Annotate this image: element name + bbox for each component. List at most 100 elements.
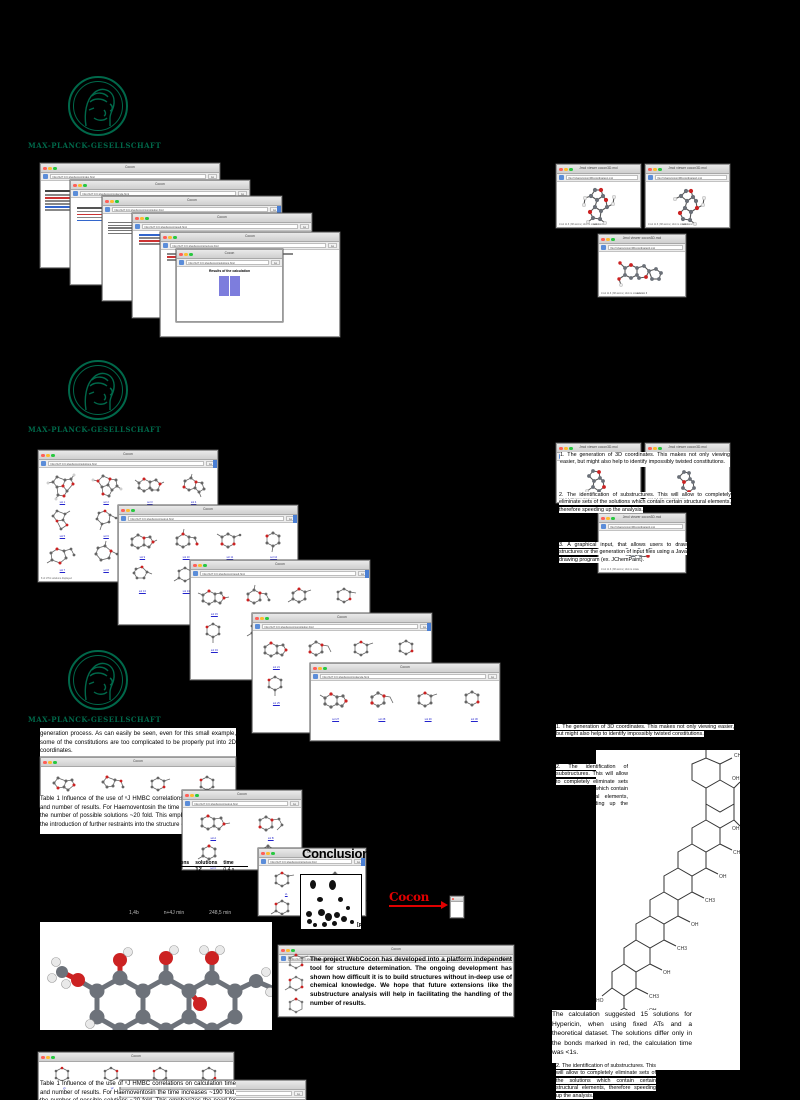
molecule-item[interactable]: sol 25 [255,670,298,705]
molecule-label[interactable]: sol 1 [59,501,66,504]
address-bar[interactable]: file:///Users/cocon/3Dcoordinates3.mol [599,523,685,531]
molecule-label[interactable]: sol 2 [103,501,109,504]
window-controls[interactable] [185,793,199,797]
molecule-grid-window-5[interactable]: Cocon http://127.0.0.1/webcocon/molecule… [310,663,500,741]
molecule-label[interactable]: sol B [267,837,274,840]
window-controls[interactable] [41,1055,55,1059]
molecule-item[interactable]: a [43,770,90,799]
jmol-viewer-window-1[interactable]: Jmol viewer cocon3D.mol file:///Users/co… [556,164,641,228]
molecule-canvas[interactable]: solution 3 Jmol 11.6 | 88 atoms | click … [599,252,685,296]
molecule-label[interactable]: sol 10 [182,556,190,559]
url-text[interactable]: file:///Users/cocon/3Dcoordinates3.mol [608,523,683,530]
molecule-item[interactable]: sol 7 [41,539,84,572]
address-bar[interactable]: file:///Users/cocon/3Dcoordinates3.mol [599,244,685,252]
molecule-item[interactable]: sol 28 [359,684,404,721]
molecule-label[interactable]: sol 21 [272,666,280,669]
url-text[interactable]: file:///Users/cocon/3Dcoordinates2.mol [655,174,727,181]
url-text[interactable]: http://127.0.0.1/webcocon/structure.html [268,858,352,865]
molecule-item[interactable]: sol 30 [452,684,497,721]
address-bar[interactable]: http://127.0.0.1/webcocon/output.html Go [183,800,301,808]
molecule-canvas[interactable]: solution 2 Jmol 11.6 | 88 atoms | click … [646,182,729,227]
url-text[interactable]: file:///Users/cocon/3Dcoordinates1.mol [566,174,638,181]
molecule-label[interactable]: sol 3 [147,501,153,504]
url-text[interactable]: http://127.0.0.1/webcocon/output.html [288,955,500,962]
address-bar[interactable]: http://127.0.0.1/webcocon/output.html Go [279,955,513,963]
molecule-item[interactable]: b [91,770,138,799]
molecule-grid-window-6[interactable]: Cocon http://127.0.0.1/webcocon/output.h… [182,790,302,870]
address-bar[interactable]: http://127.0.0.1/webcocon/solutions.html… [39,460,217,468]
molecule-item[interactable]: sol 27 [313,684,358,721]
molecule-item[interactable]: sol 18 [324,581,367,616]
molecule-label[interactable]: sol 14 [182,590,190,593]
url-text[interactable]: http://127.0.0.1/webcocon/molecule.html [80,190,236,197]
window-controls[interactable] [179,252,193,256]
address-bar[interactable]: http://127.0.0.1/webcocon/molecule.html … [311,673,499,681]
url-text[interactable]: http://127.0.0.1/webcocon/result.html [142,223,298,230]
go-button[interactable]: Go [294,1090,303,1097]
molecule-canvas[interactable]: solution 1 Jmol 11.6 | 88 atoms | click … [557,182,640,227]
window-controls[interactable] [559,167,573,171]
go-button[interactable]: Go [290,800,299,807]
molecule-item[interactable]: sol 4 [172,471,215,504]
go-button[interactable]: Go [271,259,280,266]
window-controls[interactable] [121,508,135,512]
molecule-label[interactable]: sol A [210,837,217,840]
window-controls[interactable] [41,453,55,457]
url-text[interactable]: http://127.0.0.1/webcocon/solutions.html [186,259,269,266]
molecule-label[interactable]: sol 4 [190,501,197,504]
url-text[interactable]: file:///Users/cocon/3Dcoordinates3.mol [608,244,683,251]
address-bar[interactable]: http://127.0.0.1/webcocon/constitution.h… [253,623,431,631]
address-bar[interactable]: http://127.0.0.1/webcocon/structure.html… [259,858,365,866]
url-text[interactable]: http://127.0.0.1/webcocon/index.html [50,173,206,180]
cocon-target-window[interactable] [450,896,464,918]
address-bar[interactable]: http://127.0.0.1/webcocon/result.html Go [191,570,369,578]
molecule-item[interactable]: sol 10 [165,526,208,559]
molecule-item[interactable]: x1 [261,869,312,896]
window-controls[interactable] [43,166,57,170]
url-text[interactable]: http://127.0.0.1/webcocon/solutions.html [48,460,204,467]
molecule-label[interactable]: sol 6 [103,535,109,538]
molecule-item[interactable]: sol 21 [255,634,298,669]
window-controls[interactable] [193,563,207,567]
molecule-item[interactable]: x3 [261,897,312,915]
window-controls[interactable] [452,898,454,900]
molecule-label[interactable]: sol 9 [139,556,146,559]
molecule-label[interactable]: sol 29 [424,718,432,721]
molecule-label[interactable]: sol 19 [210,649,218,652]
url-text[interactable]: http://127.0.0.1/webcocon/output.html [128,515,284,522]
molecule-label[interactable]: sol 27 [332,718,340,721]
address-bar[interactable]: http://127.0.0.1/webcocon/solutions.html… [177,259,282,267]
molecule-item[interactable]: sol 29 [406,684,451,721]
window-controls[interactable] [261,851,275,855]
go-button[interactable]: Go [328,242,337,249]
molecule-item[interactable]: sol 1 [41,471,84,504]
molecule-item[interactable]: sol 2 [85,471,128,504]
molecule-item[interactable]: sol 8 [85,539,128,572]
conclusion-window[interactable]: Cocon http://127.0.0.1/webcocon/output.h… [278,945,514,1017]
molecule-item[interactable]: sol 17 [281,581,324,616]
jmol-viewer-window-3[interactable]: Jmol viewer cocon3D.mol file:///Users/co… [598,234,686,297]
window-controls[interactable] [559,446,573,450]
molecule-item[interactable]: sol 11 [209,526,252,559]
molecule-label[interactable]: sol C [210,867,217,869]
url-text[interactable]: http://127.0.0.1/webcocon/result.html [200,570,356,577]
molecule-item[interactable]: sol 19 [193,617,236,652]
molecule-item[interactable]: sol 15 [193,581,236,616]
address-bar[interactable]: file:///Users/cocon/3Dcoordinates2.mol [646,174,729,182]
molecule-item[interactable]: sol 12 [252,526,295,559]
molecule-item[interactable]: sol 5 [41,505,84,538]
address-bar[interactable]: http://127.0.0.1/webcocon/output.html Go [119,515,297,523]
window-controls[interactable] [73,183,87,187]
molecule-label[interactable]: x1 [284,893,288,896]
url-text[interactable]: http://127.0.0.1/webcocon/constitution.h… [262,623,418,630]
molecule-label[interactable]: sol 28 [378,718,386,721]
go-button[interactable]: Go [300,223,309,230]
url-text[interactable]: http://127.0.0.1/webcocon/molecule.html [320,673,486,680]
window-controls[interactable] [105,199,119,203]
url-text[interactable]: http://127.0.0.1/webcocon/structure.html [170,242,326,249]
molecule-item[interactable]: sol B [243,811,300,840]
molecule-label[interactable]: y2 [110,1087,114,1090]
window-controls[interactable] [648,446,662,450]
go-button[interactable]: Go [208,173,217,180]
address-bar[interactable]: file:///Users/cocon/3Dcoordinates1.mol [557,174,640,182]
